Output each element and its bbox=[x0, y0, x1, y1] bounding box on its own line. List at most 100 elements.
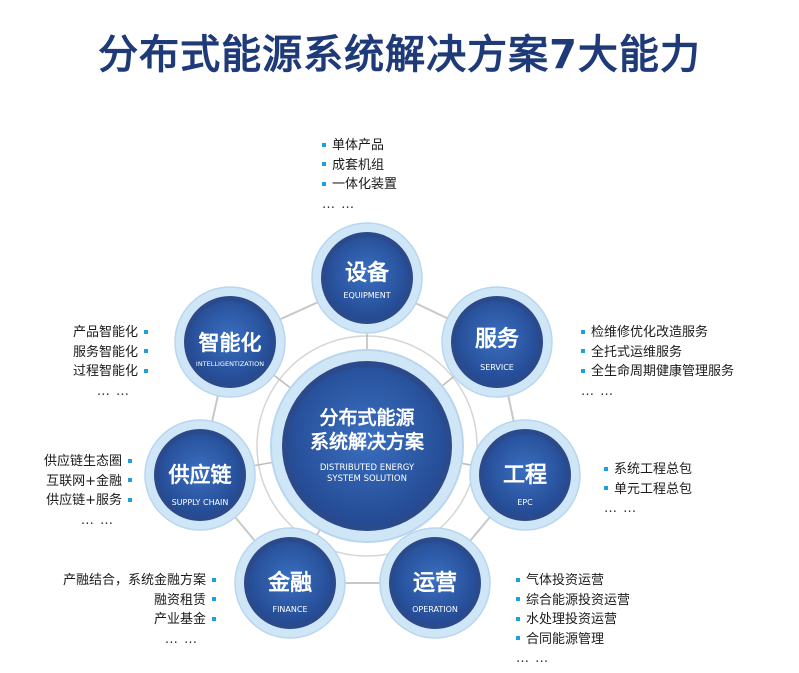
list-item-text: 融资租赁 bbox=[153, 592, 206, 608]
list-item-text: 合同能源管理 bbox=[526, 631, 605, 647]
bullet-icon bbox=[516, 616, 520, 621]
list-item-text: 全托式运维服务 bbox=[591, 344, 683, 360]
list-item-text: 服务智能化 bbox=[72, 344, 138, 360]
list-epc: 系统工程总包单元工程总包 … … bbox=[604, 460, 692, 519]
bullet-icon bbox=[144, 329, 148, 334]
node-supply-chain: 供应链 SUPPLY CHAIN bbox=[144, 419, 256, 531]
center-node: 分布式能源 系统解决方案 DISTRIBUTED ENERGY SYSTEM S… bbox=[270, 349, 464, 543]
bullet-icon bbox=[581, 368, 585, 373]
list-item: 气体投资运营 bbox=[516, 571, 630, 591]
list-ellipsis: … … bbox=[581, 383, 615, 399]
list-ellipsis: … … bbox=[96, 383, 130, 399]
node-supply-title: 供应链 bbox=[168, 463, 233, 487]
node-operation-title: 运营 bbox=[413, 571, 457, 596]
node-epc-subtitle: EPC bbox=[517, 498, 533, 507]
bullet-icon bbox=[516, 597, 520, 601]
center-title-line1: 分布式能源 bbox=[319, 406, 414, 429]
list-item-text: 综合能源投资运营 bbox=[526, 592, 631, 608]
bullet-icon bbox=[144, 349, 148, 353]
list-item: 供应链生态圈 bbox=[44, 452, 132, 472]
list-item: 产业基金 bbox=[63, 610, 216, 630]
bullet-icon bbox=[128, 497, 132, 502]
bullet-icon bbox=[516, 636, 520, 640]
list-ellipsis: … … bbox=[164, 631, 198, 647]
list-item-text: 互联网+金融 bbox=[46, 473, 122, 489]
list-item-text: 成套机组 bbox=[332, 157, 385, 173]
list-item: 综合能源投资运营 bbox=[516, 591, 630, 611]
bullet-icon bbox=[322, 142, 326, 147]
node-equipment-title: 设备 bbox=[345, 260, 390, 286]
center-subtitle-line1: DISTRIBUTED ENERGY bbox=[320, 463, 415, 473]
node-operation: 运营 OPERATION bbox=[379, 527, 491, 639]
list-item-text: 产融结合，系统金融方案 bbox=[62, 573, 206, 588]
bullet-icon bbox=[128, 458, 132, 463]
bullet-icon bbox=[604, 466, 608, 471]
node-equipment: 设备 EQUIPMENT bbox=[311, 222, 423, 334]
node-finance: 金融 FINANCE bbox=[234, 527, 346, 639]
list-item: 服务智能化 bbox=[73, 343, 148, 363]
list-ellipsis: … … bbox=[604, 501, 638, 516]
list-item: 合同能源管理 bbox=[516, 630, 630, 650]
list-item-text: 系统工程总包 bbox=[614, 462, 693, 477]
page-title: 分布式能源系统解决方案7大能力 bbox=[98, 32, 701, 78]
node-equipment-subtitle: EQUIPMENT bbox=[343, 291, 390, 300]
node-epc: 工程 EPC bbox=[469, 419, 581, 531]
node-service-subtitle: SERVICE bbox=[480, 363, 514, 372]
list-item-text: 水处理投资运营 bbox=[526, 612, 618, 627]
node-service-title: 服务 bbox=[475, 327, 520, 352]
list-item: 单元工程总包 bbox=[604, 480, 692, 500]
list-item: 产融结合，系统金融方案 bbox=[63, 571, 216, 591]
list-item: 全生命周期健康管理服务 bbox=[581, 362, 734, 382]
list-item: 成套机组 bbox=[322, 156, 397, 176]
bullet-icon bbox=[516, 577, 520, 582]
node-service: 服务 SERVICE bbox=[441, 286, 553, 398]
list-item-text: 全生命周期健康管理服务 bbox=[591, 364, 735, 379]
list-item-text: 产品智能化 bbox=[72, 325, 138, 340]
list-finance: 产融结合，系统金融方案融资租赁产业基金 … … bbox=[63, 571, 216, 649]
list-ellipsis: … … bbox=[516, 651, 550, 666]
node-intelligent-subtitle: INTELLIGENTIZATION bbox=[196, 360, 264, 368]
node-finance-title: 金融 bbox=[267, 570, 312, 596]
center-subtitle-line2: SYSTEM SOLUTION bbox=[327, 474, 407, 484]
list-item-text: 一体化装置 bbox=[332, 177, 398, 192]
node-finance-subtitle: FINANCE bbox=[272, 605, 307, 614]
list-item-text: 单体产品 bbox=[332, 138, 385, 153]
bullet-icon bbox=[604, 486, 608, 490]
list-item: 过程智能化 bbox=[73, 362, 148, 382]
list-item-text: 检维修优化改造服务 bbox=[591, 325, 709, 340]
bullet-icon bbox=[144, 368, 148, 373]
node-intelligent-title: 智能化 bbox=[199, 331, 262, 355]
list-item-text: 单元工程总包 bbox=[614, 481, 693, 497]
node-supply-subtitle: SUPPLY CHAIN bbox=[172, 498, 229, 507]
bullet-icon bbox=[212, 597, 216, 601]
bullet-icon bbox=[581, 329, 585, 334]
bullet-icon bbox=[322, 181, 326, 186]
node-epc-title: 工程 bbox=[503, 463, 547, 488]
bullet-icon bbox=[581, 349, 585, 353]
list-item: 单体产品 bbox=[322, 136, 397, 156]
list-item: 系统工程总包 bbox=[604, 460, 692, 480]
list-operation: 气体投资运营综合能源投资运营水处理投资运营合同能源管理 … … bbox=[516, 571, 630, 669]
bullet-icon bbox=[128, 478, 132, 482]
list-equipment: 单体产品成套机组一体化装置 … … bbox=[322, 136, 397, 214]
list-item: 互联网+金融 bbox=[44, 472, 132, 492]
bullet-icon bbox=[212, 616, 216, 621]
list-item: 融资租赁 bbox=[63, 591, 216, 611]
list-item-text: 气体投资运营 bbox=[526, 573, 605, 588]
list-service: 检维修优化改造服务全托式运维服务全生命周期健康管理服务 … … bbox=[581, 323, 734, 401]
list-ellipsis: … … bbox=[80, 512, 114, 528]
node-intelligentization: 智能化 INTELLIGENTIZATION bbox=[174, 286, 286, 398]
bullet-icon bbox=[212, 577, 216, 582]
list-ellipsis: … … bbox=[322, 196, 356, 212]
list-item: 供应链+服务 bbox=[44, 491, 132, 511]
list-item: 全托式运维服务 bbox=[581, 343, 734, 363]
center-title-line2: 系统解决方案 bbox=[310, 430, 425, 453]
list-item: 检维修优化改造服务 bbox=[581, 323, 734, 343]
list-item: 水处理投资运营 bbox=[516, 610, 630, 630]
list-item: 一体化装置 bbox=[322, 175, 397, 195]
list-item-text: 产业基金 bbox=[153, 612, 206, 627]
list-item-text: 供应链生态圈 bbox=[43, 454, 122, 469]
list-supply-chain: 供应链生态圈互联网+金融供应链+服务… … bbox=[44, 452, 132, 530]
node-operation-subtitle: OPERATION bbox=[412, 605, 458, 614]
